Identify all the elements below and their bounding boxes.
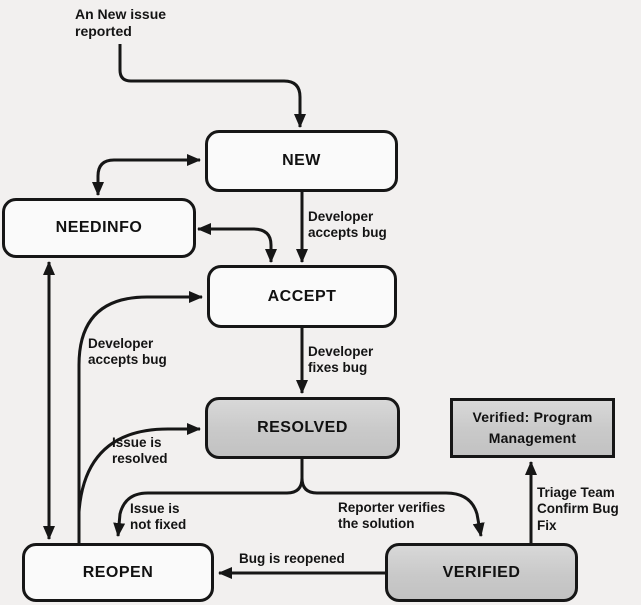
edge-label-reporter-verifies-the-solution: Reporter verifies the solution [338,500,446,532]
edge-reopen-to-accept [77,291,203,543]
node-needinfo-label: NEEDINFO [55,219,143,236]
node-reopen-label: REOPEN [82,563,154,581]
edge-resolved-to-verified [300,459,485,537]
edge-label-new-issue-reported: An New issue reported [75,6,167,40]
edge-label-issue-is-not-fixed: Issue is not fixed [130,501,187,533]
node-new: NEW [205,130,398,192]
node-reopen: REOPEN [22,543,214,602]
node-accept-label: ACCEPT [267,287,337,305]
edge-new-needinfo-bidirectional [92,154,201,196]
node-accept: ACCEPT [207,265,397,328]
edge-label-issue-is-resolved: Issue is resolved [112,435,168,467]
edge-resolved-to-reopen [113,459,304,537]
edge-newissue-to-new [118,44,306,128]
node-needinfo: NEEDINFO [2,198,196,258]
edge-label-developer-accepts-bug-left: Developer accepts bug [88,336,167,368]
edge-reopen-to-resolved [77,423,201,513]
node-new-label: NEW [282,152,321,169]
edge-label-developer-fixes-bug: Developer fixes bug [308,344,374,376]
node-verified: VERIFIED [385,543,578,602]
node-resolved-label: RESOLVED [257,419,348,436]
node-verified-label: VERIFIED [442,563,521,581]
node-verified-program-management-label: Verified: Program Management [472,409,593,446]
node-verified-program-management: Verified: Program Management [450,398,615,458]
edge-label-bug-is-reopened: Bug is reopened [239,551,345,566]
edge-needinfo-accept-bidirectional [197,223,277,263]
edge-label-triage-team-confirm-bug-fix: Triage Team Confirm Bug Fix [537,485,619,533]
node-resolved: RESOLVED [205,397,400,459]
edge-label-developer-accepts-bug-top: Developer accepts bug [308,209,387,241]
